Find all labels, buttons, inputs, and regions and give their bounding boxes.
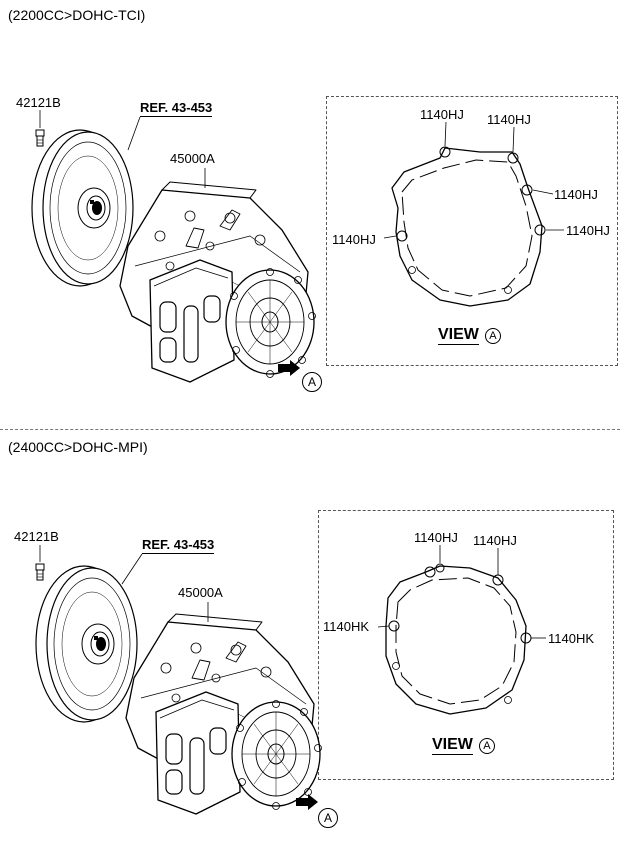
callout-leader-lines — [383, 121, 564, 239]
view-a-box — [326, 96, 618, 366]
section-heading: (2400CC>DOHC-MPI) — [8, 439, 148, 455]
view-marker-circle: A — [478, 737, 495, 754]
gasket-callout: 1140HJ — [420, 107, 464, 122]
bolt-42121b — [35, 110, 45, 147]
transmission-assembly — [119, 181, 317, 383]
view-title: VIEW A — [432, 736, 495, 755]
gasket-callout: 1140HJ — [487, 112, 531, 127]
assembly-label: 45000A — [178, 585, 223, 600]
bolt-42121b — [35, 545, 45, 581]
gasket-callout: 1140HK — [323, 619, 370, 634]
transmission-assembly — [125, 613, 323, 815]
torque-converter — [31, 129, 134, 287]
ref-leader-line — [127, 116, 141, 151]
gasket-view — [391, 146, 546, 307]
gasket-callout: 1140HJ — [414, 530, 458, 545]
ref-label: REF. 43-453 — [142, 537, 215, 554]
gasket-view — [385, 563, 532, 715]
ref-leader-line — [121, 553, 143, 585]
gasket-callout: 1140HK — [548, 631, 595, 646]
view-arrow-marker: A — [302, 372, 322, 392]
assembly-label: 45000A — [170, 151, 215, 166]
gasket-callout: 1140HJ — [332, 232, 376, 247]
gasket-callout: 1140HJ — [566, 223, 610, 238]
view-marker-circle: A — [484, 327, 501, 344]
view-arrow-marker: A — [318, 808, 338, 828]
view-title: VIEW A — [438, 326, 501, 345]
section-divider — [0, 429, 620, 430]
callout-leader-lines — [377, 545, 546, 639]
ref-label: REF. 43-453 — [140, 100, 213, 117]
view-a-box — [318, 510, 614, 780]
bolt-label: 42121B — [14, 529, 59, 544]
torque-converter — [35, 565, 138, 723]
section-heading: (2200CC>DOHC-TCI) — [8, 7, 146, 23]
gasket-callout: 1140HJ — [554, 187, 598, 202]
bolt-label: 42121B — [16, 95, 61, 110]
gasket-callout: 1140HJ — [473, 533, 517, 548]
